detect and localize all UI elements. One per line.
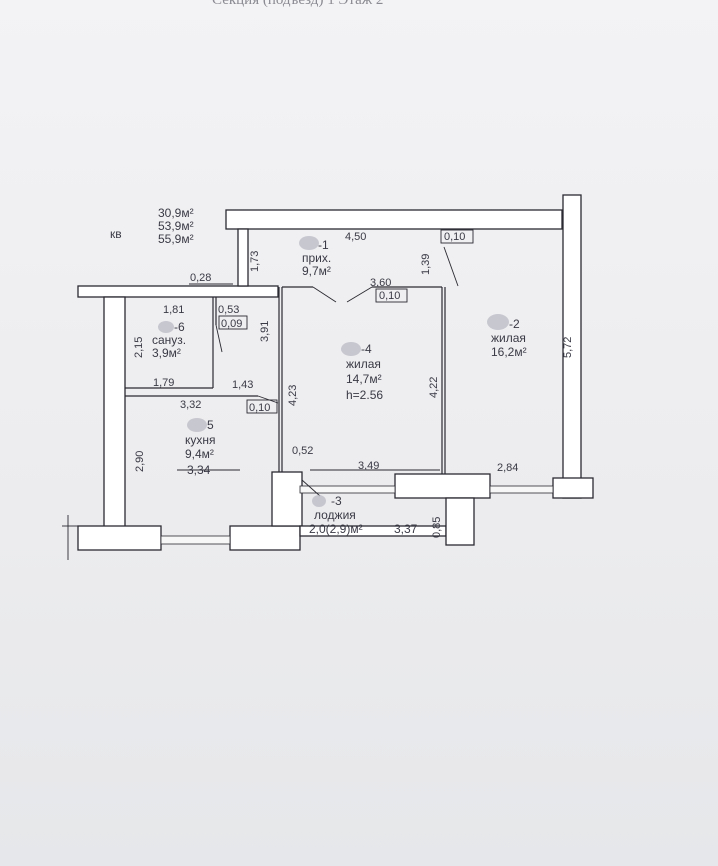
dim-0-28: 0,28 bbox=[190, 272, 211, 284]
room-living4-height: h=2.56 bbox=[346, 388, 383, 402]
dim-1-39: 1,39 bbox=[420, 254, 432, 275]
apartment-prefix: кв bbox=[110, 227, 122, 241]
redaction-patch-2 bbox=[487, 314, 509, 330]
wall-top bbox=[225, 209, 563, 230]
door-loggia-leaf bbox=[301, 479, 321, 497]
dim-2-90: 2,90 bbox=[134, 451, 146, 472]
box-d010a bbox=[440, 229, 474, 244]
door-living4-leaf-b bbox=[346, 286, 373, 303]
room-kitchen-width: 3,34 bbox=[187, 463, 211, 477]
apartment-area-total: 53,9м² bbox=[158, 219, 194, 233]
dim-4-23: 4,23 bbox=[287, 385, 299, 406]
room-living4-name: жилая bbox=[346, 357, 381, 371]
dim-0-85: 0,85 bbox=[431, 517, 443, 538]
room-kitchen-number: 5 bbox=[207, 418, 214, 432]
room-living2-area: 16,2м² bbox=[491, 345, 527, 359]
room-loggia-width: 3,37 bbox=[394, 522, 418, 536]
dim-3-60: 3,60 bbox=[370, 277, 391, 289]
room-hall-area: 9,7м² bbox=[302, 264, 331, 278]
room-kitchen-area: 9,4м² bbox=[185, 447, 214, 461]
wall-hall-left bbox=[77, 285, 279, 298]
room-hall-name: прих. bbox=[302, 251, 331, 265]
box-d010c bbox=[246, 399, 278, 414]
room-loggia-name: лоджия bbox=[314, 508, 356, 522]
redaction-patch-4 bbox=[341, 342, 361, 356]
dim-1-81: 1,81 bbox=[163, 304, 184, 316]
door-kitchen-leaf bbox=[257, 395, 279, 404]
dim-0-09: 0,09 bbox=[221, 318, 242, 330]
room-bath-name: сануз. bbox=[152, 333, 186, 347]
dim-2-15: 2,15 bbox=[133, 337, 145, 358]
wall-bottom-left bbox=[77, 525, 162, 551]
window-kitchen bbox=[160, 535, 231, 545]
door-bath-leaf bbox=[215, 324, 223, 353]
room-hall-number: -1 bbox=[318, 238, 329, 252]
box-d010b bbox=[375, 288, 408, 303]
dim-1-43: 1,43 bbox=[232, 379, 253, 391]
section-floor-header: Секция (подъезд) 1 Этаж 2 bbox=[212, 0, 383, 8]
dim-2-84: 2,84 bbox=[497, 462, 518, 474]
room-living4-number: -4 bbox=[361, 342, 372, 356]
loggia-side-left bbox=[271, 471, 303, 527]
dim-4-22: 4,22 bbox=[428, 377, 440, 398]
redaction-patch-1 bbox=[299, 236, 319, 250]
wall-bottom-mid bbox=[229, 525, 301, 551]
room-loggia-number: -3 bbox=[331, 494, 342, 508]
redaction-patch-3 bbox=[312, 495, 326, 507]
dim-3-49: 3,49 bbox=[358, 460, 379, 472]
redaction-patch-5 bbox=[187, 418, 207, 432]
room-loggia-area: 2,0(2,9)м² bbox=[309, 522, 363, 536]
room-bath-area: 3,9м² bbox=[152, 346, 181, 360]
wall-right-foot bbox=[552, 477, 594, 499]
dim-4-50: 4,50 bbox=[345, 231, 366, 243]
dim-1-73: 1,73 bbox=[249, 251, 261, 272]
door-living4-leaf-a bbox=[312, 286, 337, 303]
dim-1-79: 1,79 bbox=[153, 377, 174, 389]
dim-5-72: 5,72 bbox=[562, 337, 574, 358]
wall-bottom-right bbox=[394, 473, 491, 499]
room-living2-name: жилая bbox=[491, 331, 526, 345]
window-living4 bbox=[299, 485, 396, 494]
dim-0-10-c: 0,10 bbox=[249, 402, 270, 414]
box-d009 bbox=[218, 315, 248, 330]
room-bath-number: -6 bbox=[174, 320, 185, 334]
dim-0-53: 0,53 bbox=[218, 304, 239, 316]
wall-left bbox=[103, 296, 126, 528]
room-kitchen-name: кухня bbox=[185, 433, 216, 447]
apartment-area-total-loggia: 55,9м² bbox=[158, 232, 194, 246]
dim-3-91: 3,91 bbox=[259, 321, 271, 342]
room-living4-area: 14,7м² bbox=[346, 372, 382, 386]
dim-0-52: 0,52 bbox=[292, 445, 313, 457]
window-living2 bbox=[489, 485, 554, 494]
dim-0-10-b: 0,10 bbox=[379, 290, 400, 302]
dim-0-10-a: 0,10 bbox=[444, 231, 465, 243]
loggia-side-right bbox=[445, 497, 475, 546]
dim-3-32: 3,32 bbox=[180, 399, 201, 411]
wall-hall-stub bbox=[237, 228, 249, 287]
redaction-patch-6 bbox=[158, 321, 174, 333]
room-living2-number: -2 bbox=[509, 317, 520, 331]
door-living2-leaf bbox=[443, 246, 459, 287]
apartment-area-living: 30,9м² bbox=[158, 206, 194, 220]
